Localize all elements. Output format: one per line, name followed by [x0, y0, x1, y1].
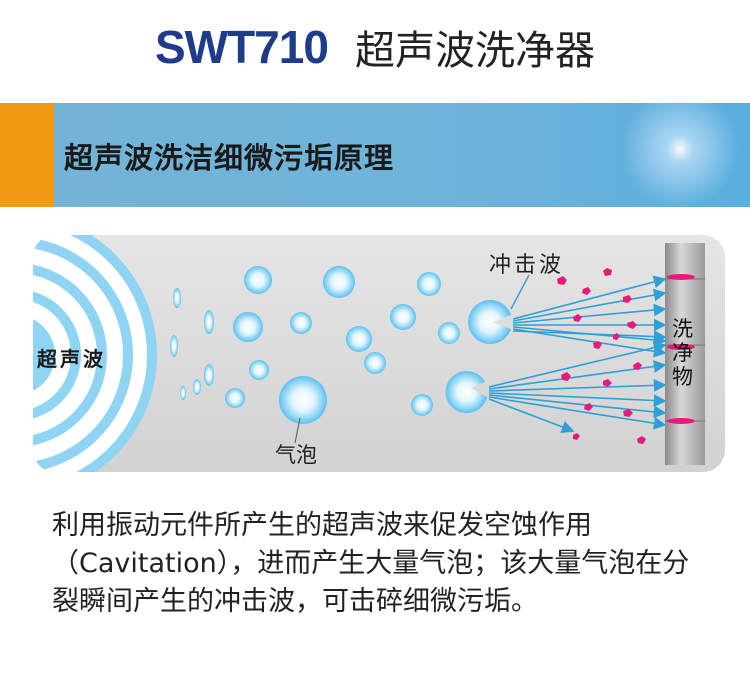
shockwave-pointer [510, 274, 530, 310]
collapsing-bubbles [445, 300, 511, 414]
bubble-pointer [294, 417, 301, 444]
forming-bubbles [170, 288, 214, 400]
banner-accent [0, 103, 54, 207]
ultrasonic-wave-rings [33, 235, 157, 472]
cavitation-bubbles [225, 266, 468, 424]
cleaned-object-label: 洗净物 [672, 317, 693, 389]
cleaned-object-plate [665, 243, 705, 465]
section-banner: 超声波洗洁细微污垢原理 [0, 93, 750, 233]
bubble-label: 气泡 [275, 443, 317, 467]
banner-light-flare [580, 93, 750, 233]
product-name: 超声波洗净器 [355, 28, 596, 74]
dirt-particles [557, 268, 646, 444]
model-number: SWT710 [154, 21, 329, 73]
ultrasonic-label: 超声波 [37, 347, 106, 371]
principle-description: 利用振动元件所产生的超声波来促发空蚀作用（Cavitation），进而产生大量气… [52, 510, 690, 617]
cleaning-principle-diagram: 超声波 气泡 冲击波 洗净物 [33, 235, 725, 472]
section-heading: 超声波洗洁细微污垢原理 [64, 141, 395, 175]
diagram-canvas [33, 235, 705, 472]
shockwave-label: 冲击波 [489, 253, 565, 278]
page-title: SWT710 超声波洗净器 [0, 18, 750, 78]
